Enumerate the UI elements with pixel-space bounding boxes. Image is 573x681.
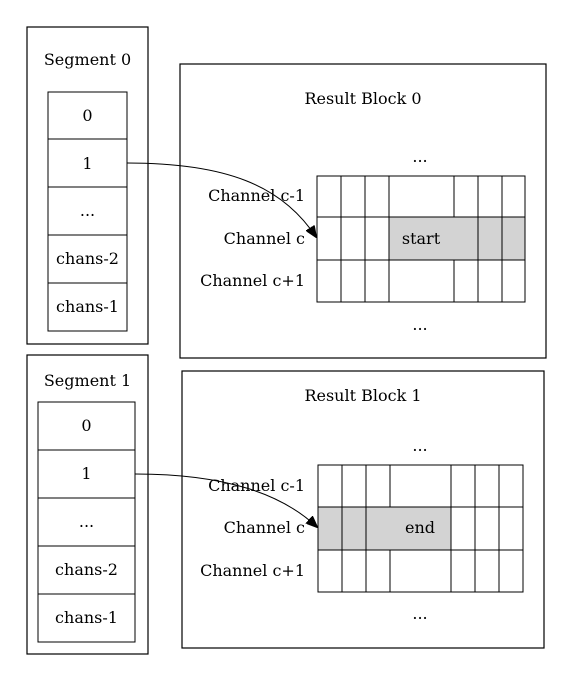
segment-1-row: 0 xyxy=(37,401,136,451)
segment-0-row-label: 0 xyxy=(82,106,92,125)
segment-1: Segment 1 0 1 ... chans-2 chans-1 xyxy=(26,354,149,655)
segment-1-frame xyxy=(26,354,149,655)
result-block-1-frame xyxy=(181,370,545,649)
segment-0-row: chans-1 xyxy=(47,282,128,332)
arrow-segment-1-to-end xyxy=(134,473,317,527)
segment-0-row-label: 1 xyxy=(82,154,92,173)
segment-1-row-label: chans-1 xyxy=(55,608,118,627)
segment-1-title: Segment 1 xyxy=(44,371,131,390)
segment-1-row: chans-2 xyxy=(37,545,136,595)
segment-0-title: Segment 0 xyxy=(44,50,131,69)
result-block-1-top-ellipsis: ... xyxy=(412,436,427,455)
segment-1-row: ... xyxy=(37,497,136,547)
result-block-1-marker: end xyxy=(405,518,435,537)
arrow-segment-0-to-start xyxy=(126,162,316,237)
result-block-1-row-label: Channel c-1 xyxy=(208,476,305,495)
result-block-1-bottom-ellipsis: ... xyxy=(412,604,427,623)
segment-0-row: 0 xyxy=(47,91,128,140)
segment-0-row-label: chans-2 xyxy=(56,249,119,268)
result-block-0-marker: start xyxy=(402,229,441,248)
segment-1-row-label: 1 xyxy=(81,464,91,483)
result-block-1-title: Result Block 1 xyxy=(304,386,421,405)
result-block-1-grid xyxy=(317,464,524,593)
result-block-1-row-label: Channel c+1 xyxy=(200,561,305,580)
result-block-0-top-ellipsis: ... xyxy=(412,147,427,166)
segment-0-row: ... xyxy=(47,186,128,236)
result-block-1: Result Block 1 ... end Channel c-1 Chann… xyxy=(181,370,545,649)
segment-1-row-label: chans-2 xyxy=(55,560,118,579)
result-block-0-row-label: Channel c xyxy=(224,229,305,248)
result-block-0-grid xyxy=(316,175,526,303)
segment-1-row-label: ... xyxy=(79,512,94,531)
segment-1-row: 1 xyxy=(37,449,136,499)
segment-0-frame xyxy=(26,26,149,345)
segment-1-row-label: 0 xyxy=(81,416,91,435)
result-block-0: Result Block 0 ... start Channel c-1 Cha… xyxy=(179,63,547,359)
result-block-0-frame xyxy=(179,63,547,359)
result-block-1-row-label: Channel c xyxy=(224,518,305,537)
segment-0-row: chans-2 xyxy=(47,234,128,284)
result-block-0-row-label: Channel c+1 xyxy=(200,271,305,290)
segment-0: Segment 0 0 1 ... chans-2 chans-1 xyxy=(26,26,149,345)
result-block-0-bottom-ellipsis: ... xyxy=(412,315,427,334)
result-block-0-title: Result Block 0 xyxy=(304,89,421,108)
segment-0-row-label: ... xyxy=(80,201,95,220)
result-block-0-row-label: Channel c-1 xyxy=(208,186,305,205)
segment-0-row-label: chans-1 xyxy=(56,297,119,316)
segment-1-row: chans-1 xyxy=(37,593,136,643)
segment-0-row: 1 xyxy=(47,138,128,188)
